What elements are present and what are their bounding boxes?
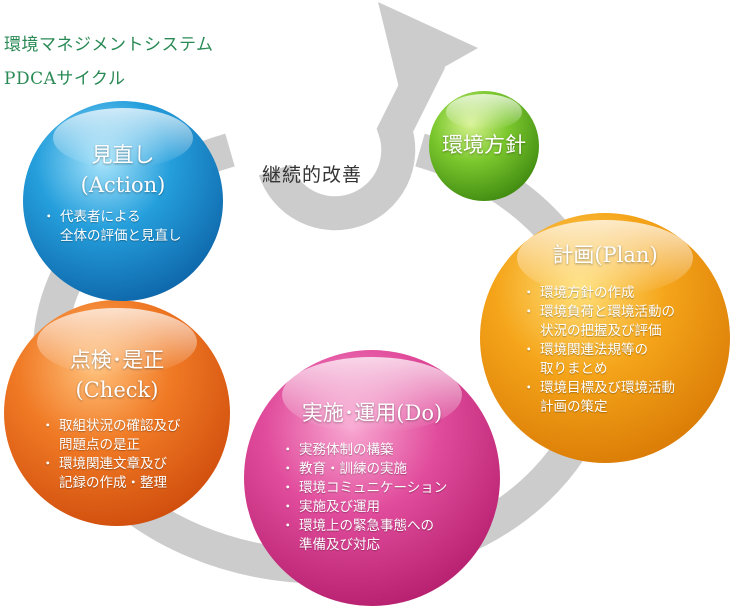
policy-title: 環境方針 [434, 130, 534, 160]
check-title-line2: (Check) [32, 375, 202, 405]
do-items: 実務体制の構築 教育・訓練の実施 環境コミュニケーション 実施及び運用 環境上の… [285, 441, 447, 555]
action-item: 代表者による 全体の評価と見直し [46, 208, 182, 246]
plan-items: 環境方針の作成 環境負荷と環境活動の 状況の把握及び評価 環境関連法規等の 取り… [526, 284, 675, 417]
action-title: 見直し (Action) [43, 140, 203, 200]
do-item: 実施及び運用 [285, 498, 447, 517]
plan-title: 計画(Plan) [505, 240, 705, 270]
heading-title: 環境マネジメントシステム [4, 30, 214, 55]
check-title-line1: 点検･是正 [32, 345, 202, 375]
do-title: 実施･運用(Do) [272, 398, 472, 428]
action-circle-shape [23, 101, 223, 301]
check-item: 取組状況の確認及び 問題点の是正 [45, 417, 181, 455]
do-item: 環境上の緊急事態への 準備及び対応 [285, 517, 447, 555]
do-item: 実務体制の構築 [285, 441, 447, 460]
plan-item: 環境目標及び環境活動 計画の策定 [526, 379, 675, 417]
continuous-improvement-label: 継続的改善 [262, 160, 362, 187]
plan-item: 環境関連法規等の 取りまとめ [526, 341, 675, 379]
plan-item: 環境方針の作成 [526, 284, 675, 303]
action-title-line2: (Action) [43, 170, 203, 200]
do-item: 教育・訓練の実施 [285, 460, 447, 479]
action-title-line1: 見直し [43, 140, 203, 170]
action-items: 代表者による 全体の評価と見直し [46, 208, 182, 246]
check-item: 環境関連文章及び 記録の作成・整理 [45, 455, 181, 493]
plan-item: 環境負荷と環境活動の 状況の把握及び評価 [526, 303, 675, 341]
heading-subtitle: PDCAサイクル [4, 64, 126, 89]
check-title: 点検･是正 (Check) [32, 345, 202, 405]
check-items: 取組状況の確認及び 問題点の是正 環境関連文章及び 記録の作成・整理 [45, 417, 181, 493]
do-item: 環境コミュニケーション [285, 479, 447, 498]
